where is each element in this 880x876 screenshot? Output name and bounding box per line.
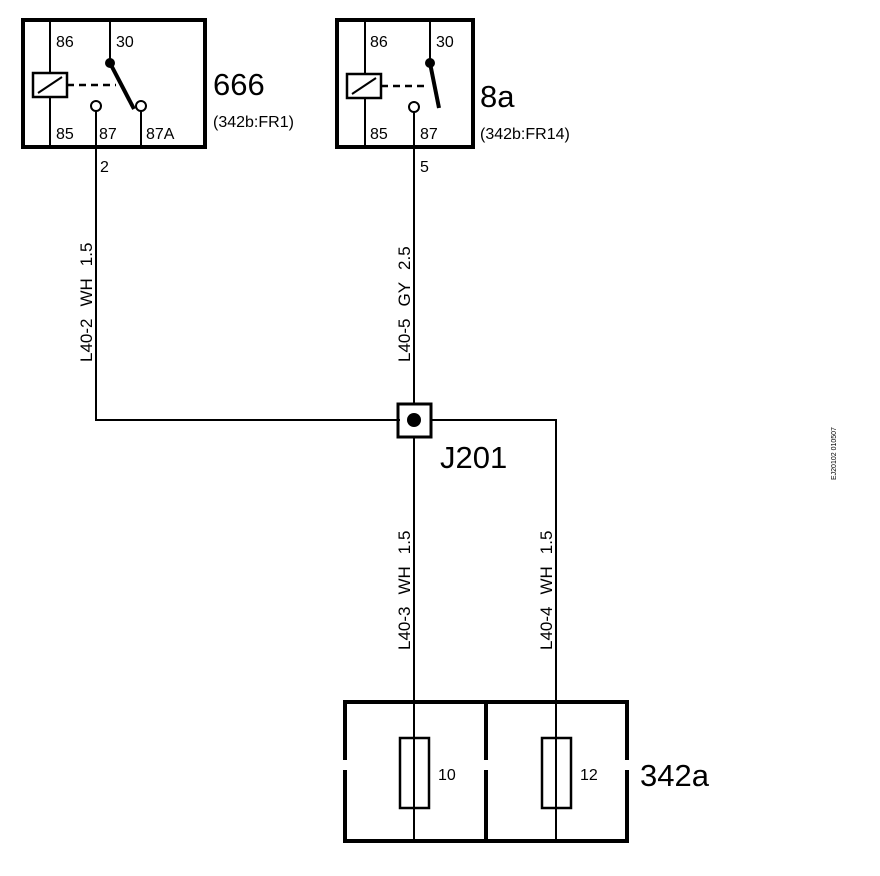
wire-l40-3-color: WH xyxy=(395,566,414,594)
junction-j201-box xyxy=(396,402,433,439)
wire-l40-5-color: GY xyxy=(395,282,414,307)
relay-666-box xyxy=(21,18,207,149)
relay-8a-box xyxy=(335,18,475,149)
wire-l40-2-color: WH xyxy=(77,278,96,306)
fuse-10-label: 10 xyxy=(438,767,456,784)
wire-l40-3-id: L40-3 xyxy=(395,607,414,650)
relay-8a-pin-86: 86 xyxy=(370,34,388,51)
wire-l40-2-size: 1.5 xyxy=(77,243,96,267)
relay-8a-output-pin: 5 xyxy=(420,159,429,176)
relay-8a: 86 30 85 87 8a (342b:FR14) xyxy=(335,18,570,149)
junction-j201: J201 xyxy=(396,402,507,475)
svg-text:L40-3WH1.5: L40-3 WH 1.5 xyxy=(395,531,414,650)
relay-666-id: 666 xyxy=(213,67,265,102)
svg-text:L40-2WH1.5: L40-2 WH 1.5 xyxy=(77,243,96,362)
wire-l40-5-size: 2.5 xyxy=(395,246,414,270)
relay-666-pin-87a: 87A xyxy=(146,126,175,143)
relay-8a-id: 8a xyxy=(480,79,515,114)
junction-j201-label: J201 xyxy=(440,440,507,475)
wire-l40-5-id: L40-5 xyxy=(395,319,414,362)
svg-text:L40-5GY2.5: L40-5 GY 2.5 xyxy=(395,246,414,362)
wire-l40-3-size: 1.5 xyxy=(395,531,414,555)
svg-text:L40-4WH1.5: L40-4 WH 1.5 xyxy=(537,531,556,650)
wires: 2 5 L40-2WH1.5 L40-5GY2.5 L40-3WH1.5 L40… xyxy=(77,147,557,700)
relay-666-pin-30: 30 xyxy=(116,34,134,51)
relay-666-pin-85: 85 xyxy=(56,126,74,143)
relay-8a-pin-85: 85 xyxy=(370,126,388,143)
relay-666-ref: (342b:FR1) xyxy=(213,114,294,131)
fuse-10: 10 xyxy=(398,702,456,841)
junction-j201-dot xyxy=(407,413,421,427)
relay-8a-ref: (342b:FR14) xyxy=(480,126,570,143)
relay-8a-pin-30: 30 xyxy=(436,34,454,51)
wire-l40-4 xyxy=(430,419,557,700)
relay-666: 86 30 85 87 87A 666 (342b:FR1) xyxy=(21,18,294,149)
relay-8a-switch-arm xyxy=(428,62,441,109)
wire-l40-2-id: L40-2 xyxy=(77,319,96,362)
relay-666-output-pin: 2 xyxy=(100,159,109,176)
relay-666-pin-86: 86 xyxy=(56,34,74,51)
wire-l40-4-color: WH xyxy=(537,566,556,594)
relay-666-switch-arm xyxy=(108,62,136,110)
relay-8a-pin-87: 87 xyxy=(420,126,438,143)
fusebox-342a-label: 342a xyxy=(640,758,710,793)
fuse-12-label: 12 xyxy=(580,767,598,784)
wire-l40-4-size: 1.5 xyxy=(537,531,556,555)
wire-l40-4-id: L40-4 xyxy=(537,607,556,650)
fuse-12: 12 xyxy=(540,702,598,841)
fusebox-342a: 10 12 342a xyxy=(343,700,710,843)
wire-l40-2 xyxy=(95,147,400,421)
document-code: EJ20102 010507 xyxy=(831,427,838,480)
relay-666-pin-87: 87 xyxy=(99,126,117,143)
